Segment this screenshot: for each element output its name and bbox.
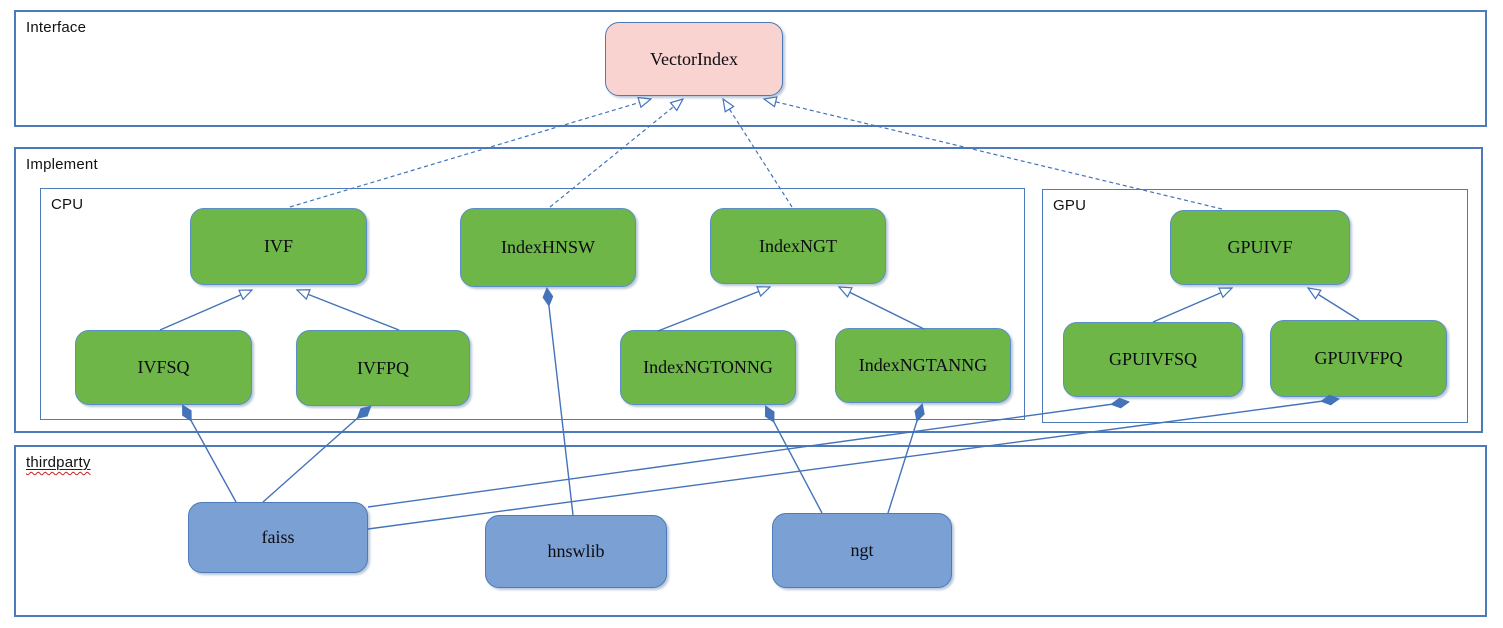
gpu-container-label: GPU <box>1053 197 1087 214</box>
node-gpuivfsq: GPUIVFSQ <box>1063 322 1243 397</box>
node-faiss: faiss <box>188 502 368 573</box>
node-indexhnsw-label: IndexHNSW <box>501 237 595 257</box>
node-indexngtonng: IndexNGTONNG <box>620 330 796 405</box>
interface-container-label: Interface <box>26 19 87 36</box>
cpu-container-label: CPU <box>51 196 84 213</box>
node-gpuivf: GPUIVF <box>1170 210 1350 285</box>
node-indexngt: IndexNGT <box>710 208 886 284</box>
node-indexngtonng-label: IndexNGTONNG <box>643 357 773 377</box>
node-ivfsq: IVFSQ <box>75 330 252 405</box>
node-ivfpq: IVFPQ <box>296 330 470 406</box>
node-faiss-label: faiss <box>261 527 295 547</box>
node-gpuivf-label: GPUIVF <box>1227 237 1293 257</box>
node-hnswlib: hnswlib <box>485 515 667 588</box>
node-indexngt-label: IndexNGT <box>759 235 837 256</box>
node-vectorindex-label: VectorIndex <box>650 48 738 69</box>
node-ngt-label: ngt <box>850 540 874 560</box>
node-ivfpq-label: IVFPQ <box>356 357 409 378</box>
node-gpuivfpq: GPUIVFPQ <box>1270 320 1447 397</box>
node-ivf: IVF <box>190 208 367 285</box>
implement-container-label: Implement <box>26 156 98 173</box>
node-gpuivfsq-label: GPUIVFSQ <box>1108 349 1198 369</box>
node-ngt: ngt <box>772 513 952 588</box>
node-ivfsq-label: IVFSQ <box>137 357 190 377</box>
node-gpuivfpq-label: GPUIVFPQ <box>1314 348 1403 368</box>
node-indexngtanng: IndexNGTANNG <box>835 328 1011 403</box>
node-indexhnsw: IndexHNSW <box>460 208 636 287</box>
node-ivf-label: IVF <box>263 236 293 256</box>
thirdparty-container-label: thirdparty <box>26 454 91 471</box>
node-indexngtanng-label: IndexNGTANNG <box>858 355 988 375</box>
node-hnswlib-label: hnswlib <box>547 541 605 561</box>
node-vectorindex: VectorIndex <box>605 22 783 96</box>
